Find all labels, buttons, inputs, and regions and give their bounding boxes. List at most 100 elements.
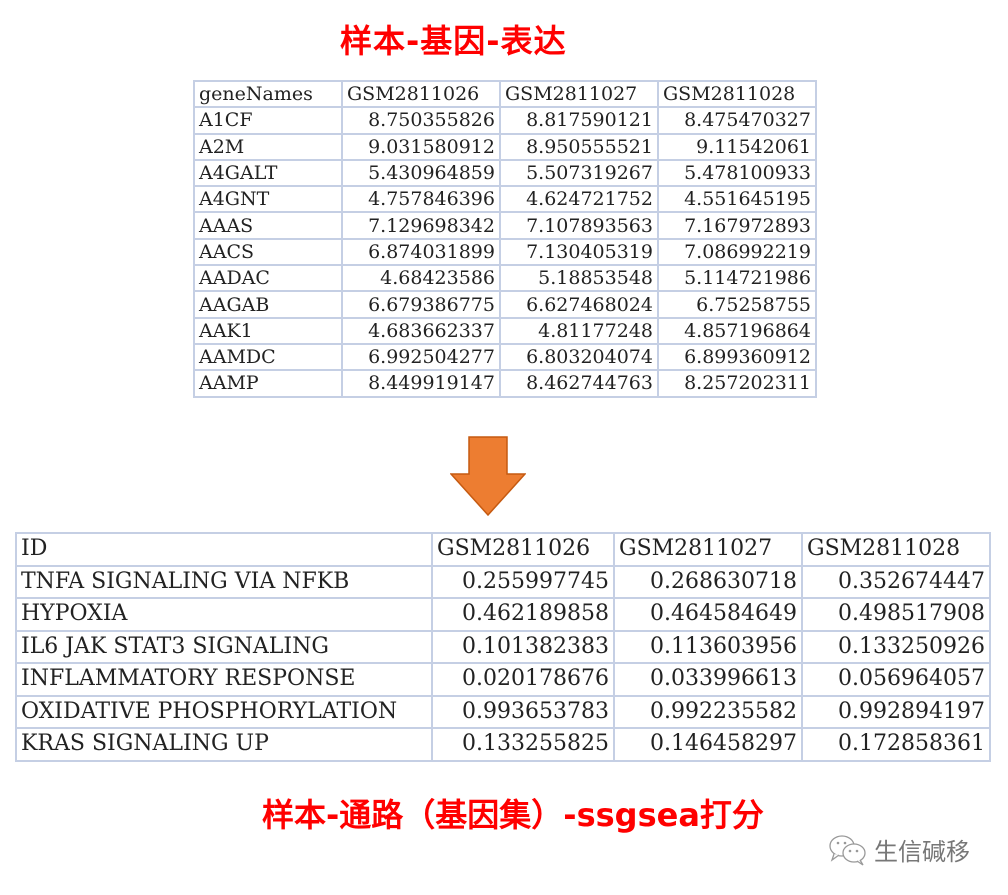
value-cell: 5.18853548	[499, 264, 659, 293]
value-cell: 8.257202311	[657, 369, 817, 398]
row-label: AAK1	[193, 316, 343, 345]
value-cell: 8.950555521	[499, 132, 659, 161]
column-header: GSM2811026	[341, 79, 501, 109]
expression-title: 样本-基因-表达	[340, 22, 567, 60]
value-cell: 0.133250926	[801, 629, 991, 664]
column-header: GSM2811026	[431, 532, 615, 567]
value-cell: 0.020178676	[431, 662, 615, 697]
row-label: A2M	[193, 132, 343, 161]
value-cell: 8.817590121	[499, 106, 659, 135]
value-cell: 5.114721986	[657, 264, 817, 293]
wechat-icon	[829, 834, 866, 866]
value-cell: 7.130405319	[499, 237, 659, 267]
column-header: GSM2811027	[613, 532, 803, 567]
row-label: AACS	[193, 237, 343, 267]
value-cell: 0.462189858	[431, 597, 615, 632]
value-cell: 5.430964859	[341, 158, 501, 188]
row-label: OXIDATIVE PHOSPHORYLATION	[15, 694, 433, 729]
row-label: AADAC	[193, 264, 343, 293]
value-cell: 0.992894197	[801, 694, 991, 729]
value-cell: 0.033996613	[613, 662, 803, 697]
column-header: GSM2811028	[657, 79, 817, 109]
column-header: ID	[15, 532, 433, 567]
value-cell: 9.031580912	[341, 132, 501, 161]
value-cell: 5.507319267	[499, 158, 659, 188]
row-label: INFLAMMATORY RESPONSE	[15, 662, 433, 697]
row-label: A4GALT	[193, 158, 343, 188]
row-label: AAMP	[193, 369, 343, 398]
value-cell: 0.992235582	[613, 694, 803, 729]
value-cell: 8.462744763	[499, 369, 659, 398]
value-cell: 0.498517908	[801, 597, 991, 632]
value-cell: 0.352674447	[801, 564, 991, 599]
value-cell: 0.993653783	[431, 694, 615, 729]
value-cell: 7.107893563	[499, 211, 659, 240]
value-cell: 6.874031899	[341, 237, 501, 267]
row-label: AAGAB	[193, 290, 343, 319]
value-cell: 5.478100933	[657, 158, 817, 188]
row-label: AAMDC	[193, 342, 343, 372]
row-label: HYPOXIA	[15, 597, 433, 632]
value-cell: 4.81177248	[499, 316, 659, 345]
value-cell: 0.464584649	[613, 597, 803, 632]
value-cell: 9.11542061	[657, 132, 817, 161]
value-cell: 6.679386775	[341, 290, 501, 319]
value-cell: 8.475470327	[657, 106, 817, 135]
value-cell: 4.683662337	[341, 316, 501, 345]
value-cell: 7.086992219	[657, 237, 817, 267]
watermark: 生信碱移	[828, 832, 970, 867]
value-cell: 0.146458297	[613, 727, 803, 762]
value-cell: 0.113603956	[613, 629, 803, 664]
column-header: geneNames	[193, 79, 343, 109]
row-label: A1CF	[193, 106, 343, 135]
value-cell: 6.75258755	[657, 290, 817, 319]
down-arrow-icon	[450, 436, 526, 516]
column-header: GSM2811028	[801, 532, 991, 567]
row-label: IL6 JAK STAT3 SIGNALING	[15, 629, 433, 664]
value-cell: 6.803204074	[499, 342, 659, 372]
value-cell: 8.750355826	[341, 106, 501, 135]
value-cell: 6.899360912	[657, 342, 817, 372]
value-cell: 0.101382383	[431, 629, 615, 664]
row-label: A4GNT	[193, 185, 343, 214]
value-cell: 4.624721752	[499, 185, 659, 214]
row-label: TNFA SIGNALING VIA NFKB	[15, 564, 433, 599]
value-cell: 8.449919147	[341, 369, 501, 398]
value-cell: 0.268630718	[613, 564, 803, 599]
value-cell: 7.129698342	[341, 211, 501, 240]
value-cell: 4.757846396	[341, 185, 501, 214]
value-cell: 6.992504277	[341, 342, 501, 372]
value-cell: 0.133255825	[431, 727, 615, 762]
ssgsea-title: 样本-通路（基因集）-ssgsea打分	[262, 796, 764, 834]
column-header: GSM2811027	[499, 79, 659, 109]
watermark-text: 生信碱移	[874, 838, 970, 866]
value-cell: 0.056964057	[801, 662, 991, 697]
row-label: KRAS SIGNALING UP	[15, 727, 433, 762]
value-cell: 7.167972893	[657, 211, 817, 240]
value-cell: 4.68423586	[341, 264, 501, 293]
row-label: AAAS	[193, 211, 343, 240]
value-cell: 4.857196864	[657, 316, 817, 345]
value-cell: 4.551645195	[657, 185, 817, 214]
value-cell: 6.627468024	[499, 290, 659, 319]
